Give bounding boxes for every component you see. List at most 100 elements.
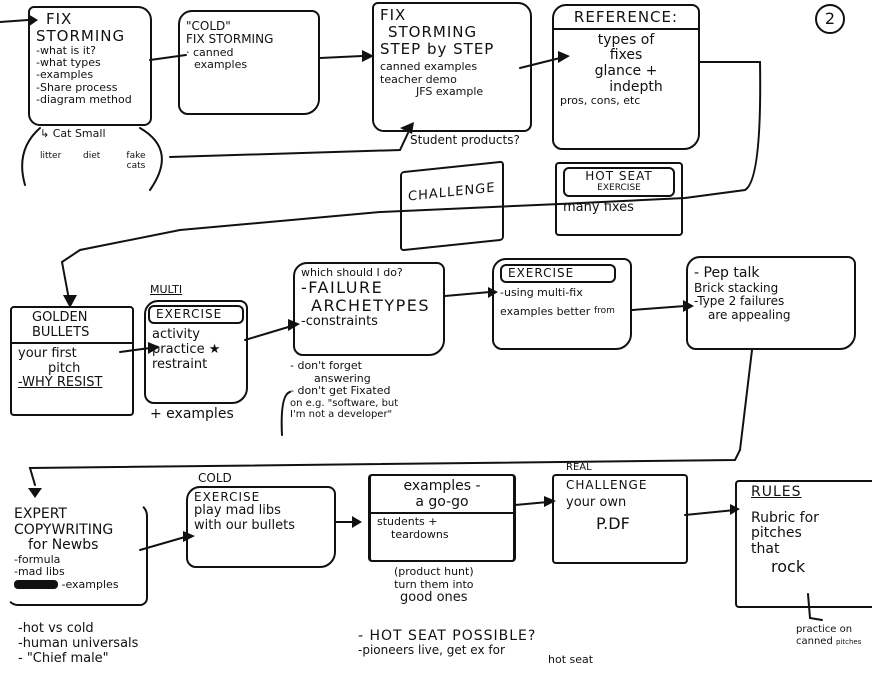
note-line: - "Chief male" (18, 650, 109, 666)
list-item: -what types (36, 55, 101, 69)
cat-small-label: ↳ Cat Small (40, 127, 106, 140)
cold-label: COLD (198, 471, 232, 485)
catsmall-bracket (21, 127, 163, 191)
list-item: canned examples (380, 60, 478, 74)
card-title: CHALLENGE (408, 180, 496, 205)
list-item: restraint (152, 356, 208, 372)
failure-notes: - don't forget answering - don't get Fix… (290, 359, 399, 421)
list-item: -examples (36, 68, 94, 82)
footer-line: - HOT SEAT POSSIBLE? (358, 628, 537, 644)
connector-catsmall-to-student (169, 132, 409, 158)
list-item: - Pep talk (694, 265, 760, 281)
cold-exercise-card: EXERCISE play mad libs with our bullets (186, 486, 336, 568)
list-item: Brick stacking (694, 280, 779, 295)
list-item: -diagram method (36, 92, 132, 106)
list-item: glance + (594, 63, 658, 80)
examples-notes: (product hunt) turn them into good ones (394, 565, 474, 606)
step-by-step-card: FIX STORMING STEP by STEP canned example… (372, 2, 532, 132)
connector-rules-to-practice (807, 593, 823, 621)
rules-card: RULES Rubric for pitches that rock (735, 480, 872, 608)
arrowhead (63, 295, 77, 308)
cat-small-group: ↳ Cat Small litter diet fake cats (40, 127, 150, 171)
list-item: students + (377, 515, 438, 529)
list-item: Rubric for (751, 509, 819, 526)
connector-reference-to-row2 (60, 61, 762, 306)
arrowhead (28, 488, 42, 498)
note-line: answering (314, 371, 371, 385)
list-item: CHALLENGE (566, 478, 648, 492)
exercise-multi-fix-card: EXERCISE -using multi-fix examples bette… (492, 258, 632, 350)
card-title: FIX (380, 6, 407, 24)
list-item-text: -examples (61, 577, 119, 591)
scribbled-out-word (14, 580, 58, 590)
cat-small-child: litter (40, 150, 62, 161)
list-item: examples better (500, 304, 591, 318)
connector-exercise-to-peptalk (631, 305, 686, 311)
footer-line: -pioneers live, get ex for (358, 643, 505, 658)
hot-seat-header: HOT SEAT EXERCISE (563, 167, 675, 197)
connector-peptalk-to-row3 (28, 349, 753, 486)
challenge-card: CHALLENGE (400, 160, 504, 252)
annotation: from (594, 306, 615, 316)
note-line: turn them into (394, 577, 474, 591)
reference-card: REFERENCE: types of fixes glance + indep… (552, 4, 700, 150)
connector-fix-to-cold (149, 54, 187, 61)
cold-fix-storming-card: "COLD" FIX STORMING · canned examples (178, 10, 320, 115)
card-title: STEP by STEP (380, 39, 495, 58)
expert-notes: -hot vs cold -human universals - "Chief … (18, 621, 139, 667)
arrowhead (558, 51, 570, 63)
list-item: rock (771, 556, 806, 576)
cat-small-child: fake cats (126, 150, 146, 171)
card-header: EXERCISE (156, 307, 223, 321)
card-title: for Newbs (28, 537, 99, 554)
golden-bullets-card: GOLDEN BULLETS your first pitch -WHY RES… (10, 306, 134, 416)
card-subheader: EXERCISE (597, 183, 641, 194)
list-item: -Type 2 failures (694, 294, 785, 309)
list-item: -mad libs (14, 565, 65, 579)
real-challenge-card: CHALLENGE your own P.DF (552, 474, 688, 564)
list-item: are appealing (708, 307, 791, 322)
list-item: that (751, 541, 780, 558)
card-header-group: examples - a go-go (371, 478, 513, 515)
card-header: examples - (403, 478, 481, 494)
connector-multi-to-failure (244, 324, 296, 341)
examples-a-go-go-card: examples - a go-go students + teardowns (368, 474, 516, 562)
practice-note: practice on canned pitches (796, 624, 861, 647)
note-line: -human universals (18, 635, 139, 651)
connector-failure-to-exercise (444, 291, 491, 297)
cat-small-child: diet (83, 150, 101, 161)
card-title: FIX (46, 10, 73, 28)
note-line: - don't forget (290, 359, 362, 372)
list-item: types of (597, 31, 655, 48)
list-item: pros, cons, etc (560, 94, 641, 108)
arrowhead (362, 50, 374, 62)
pep-talk-card: - Pep talk Brick stacking -Type 2 failur… (686, 256, 856, 350)
note-line: - don't get Fixated (290, 384, 391, 398)
card-header: HOT SEAT (585, 169, 653, 183)
note-line: -hot vs cold (18, 621, 94, 636)
list-item: pitch (48, 360, 81, 376)
footer-line: hot seat (548, 652, 594, 666)
arrowhead (544, 496, 556, 507)
list-item: your own (566, 495, 627, 511)
hot-seat-card: HOT SEAT EXERCISE many fixes (555, 162, 683, 236)
card-header: RULES (751, 484, 802, 500)
note-line: on e.g. "software, but (290, 397, 399, 409)
list-item: -WHY RESIST (18, 375, 103, 391)
list-item: ARCHETYPES (311, 296, 431, 316)
note-line: canned pitches (796, 636, 861, 648)
entry-arrow-line (0, 19, 29, 23)
list-item: your first (18, 346, 77, 362)
card-title: STORMING (388, 22, 478, 41)
note-line: (product hunt) (394, 565, 474, 578)
note-line: practice on (796, 624, 853, 635)
connector-examples-to-real (514, 501, 549, 506)
connector-cold-to-stepbystep (319, 55, 363, 59)
list-item: P.DF (596, 513, 630, 533)
list-item: pitches (751, 525, 802, 542)
arrowhead (352, 516, 362, 528)
failure-archetypes-card: which should I do? -FAILURE ARCHETYPES -… (293, 262, 445, 356)
page-number: 2 (815, 4, 845, 34)
student-products-note: Student products? (410, 133, 520, 147)
card-title: BULLETS (12, 325, 132, 345)
